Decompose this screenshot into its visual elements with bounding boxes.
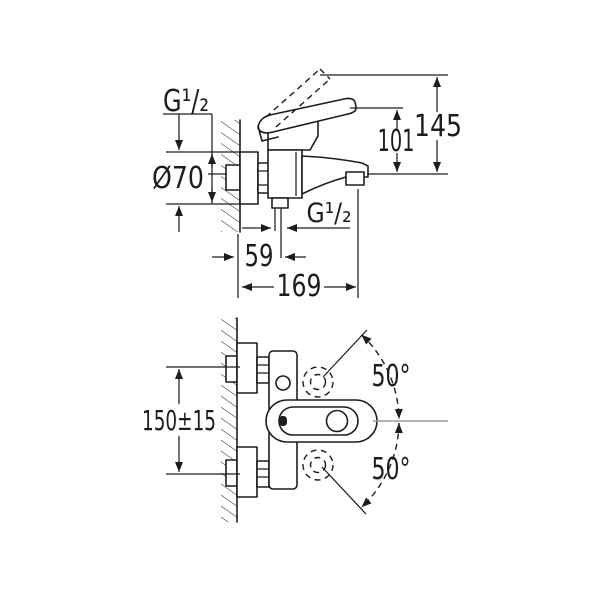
wall-to-spout-tip-label: 169 [277,269,322,304]
spout [301,155,369,195]
total-height-label: 145 [414,109,462,144]
lower-escutcheon [236,446,258,498]
front-view: 50° 50° 150±15 [142,317,448,523]
wall-hatch [221,318,237,522]
swivel-angle-upper-label: 50° [372,359,411,394]
lower-union-nut [256,460,270,488]
spout-to-handle-label: 101 [378,124,415,159]
side-view: G¹/₂ Ø70 145 101 G¹/₂ 59 [152,68,462,304]
thread-top-label: G¹/₂ [163,84,209,119]
upper-angle-leg [322,329,368,378]
upper-escutcheon [236,342,258,394]
shower-outlet-stub [271,197,289,209]
swivel-position-lower [302,449,334,481]
upper-connection [225,342,270,394]
upper-union-nut [256,356,270,384]
lever-cap [325,409,349,433]
lower-connection [225,446,270,498]
thread-spout-label: G¹/₂ [307,198,352,229]
lever-handle [257,97,357,134]
lower-angle-arc [361,422,403,508]
temperature-marker [279,416,287,426]
connection-distance-label: 150±15 [142,404,216,437]
aerator [345,171,365,186]
swivel-angle-lower-label: 50° [372,452,411,487]
swivel-position-upper [302,366,334,398]
upper-screw [275,375,291,391]
flange-diameter-label: Ø70 [152,161,204,196]
mixer-body [267,149,303,199]
upper-angle-arc [361,334,403,420]
lower-angle-leg [321,466,367,515]
escutcheon-flange [239,151,259,205]
wall-to-outlet-label: 59 [245,239,274,274]
lever-front-edge [257,125,279,142]
concealed-supply-stub [225,164,241,191]
lever-raised-dashed [265,68,331,128]
